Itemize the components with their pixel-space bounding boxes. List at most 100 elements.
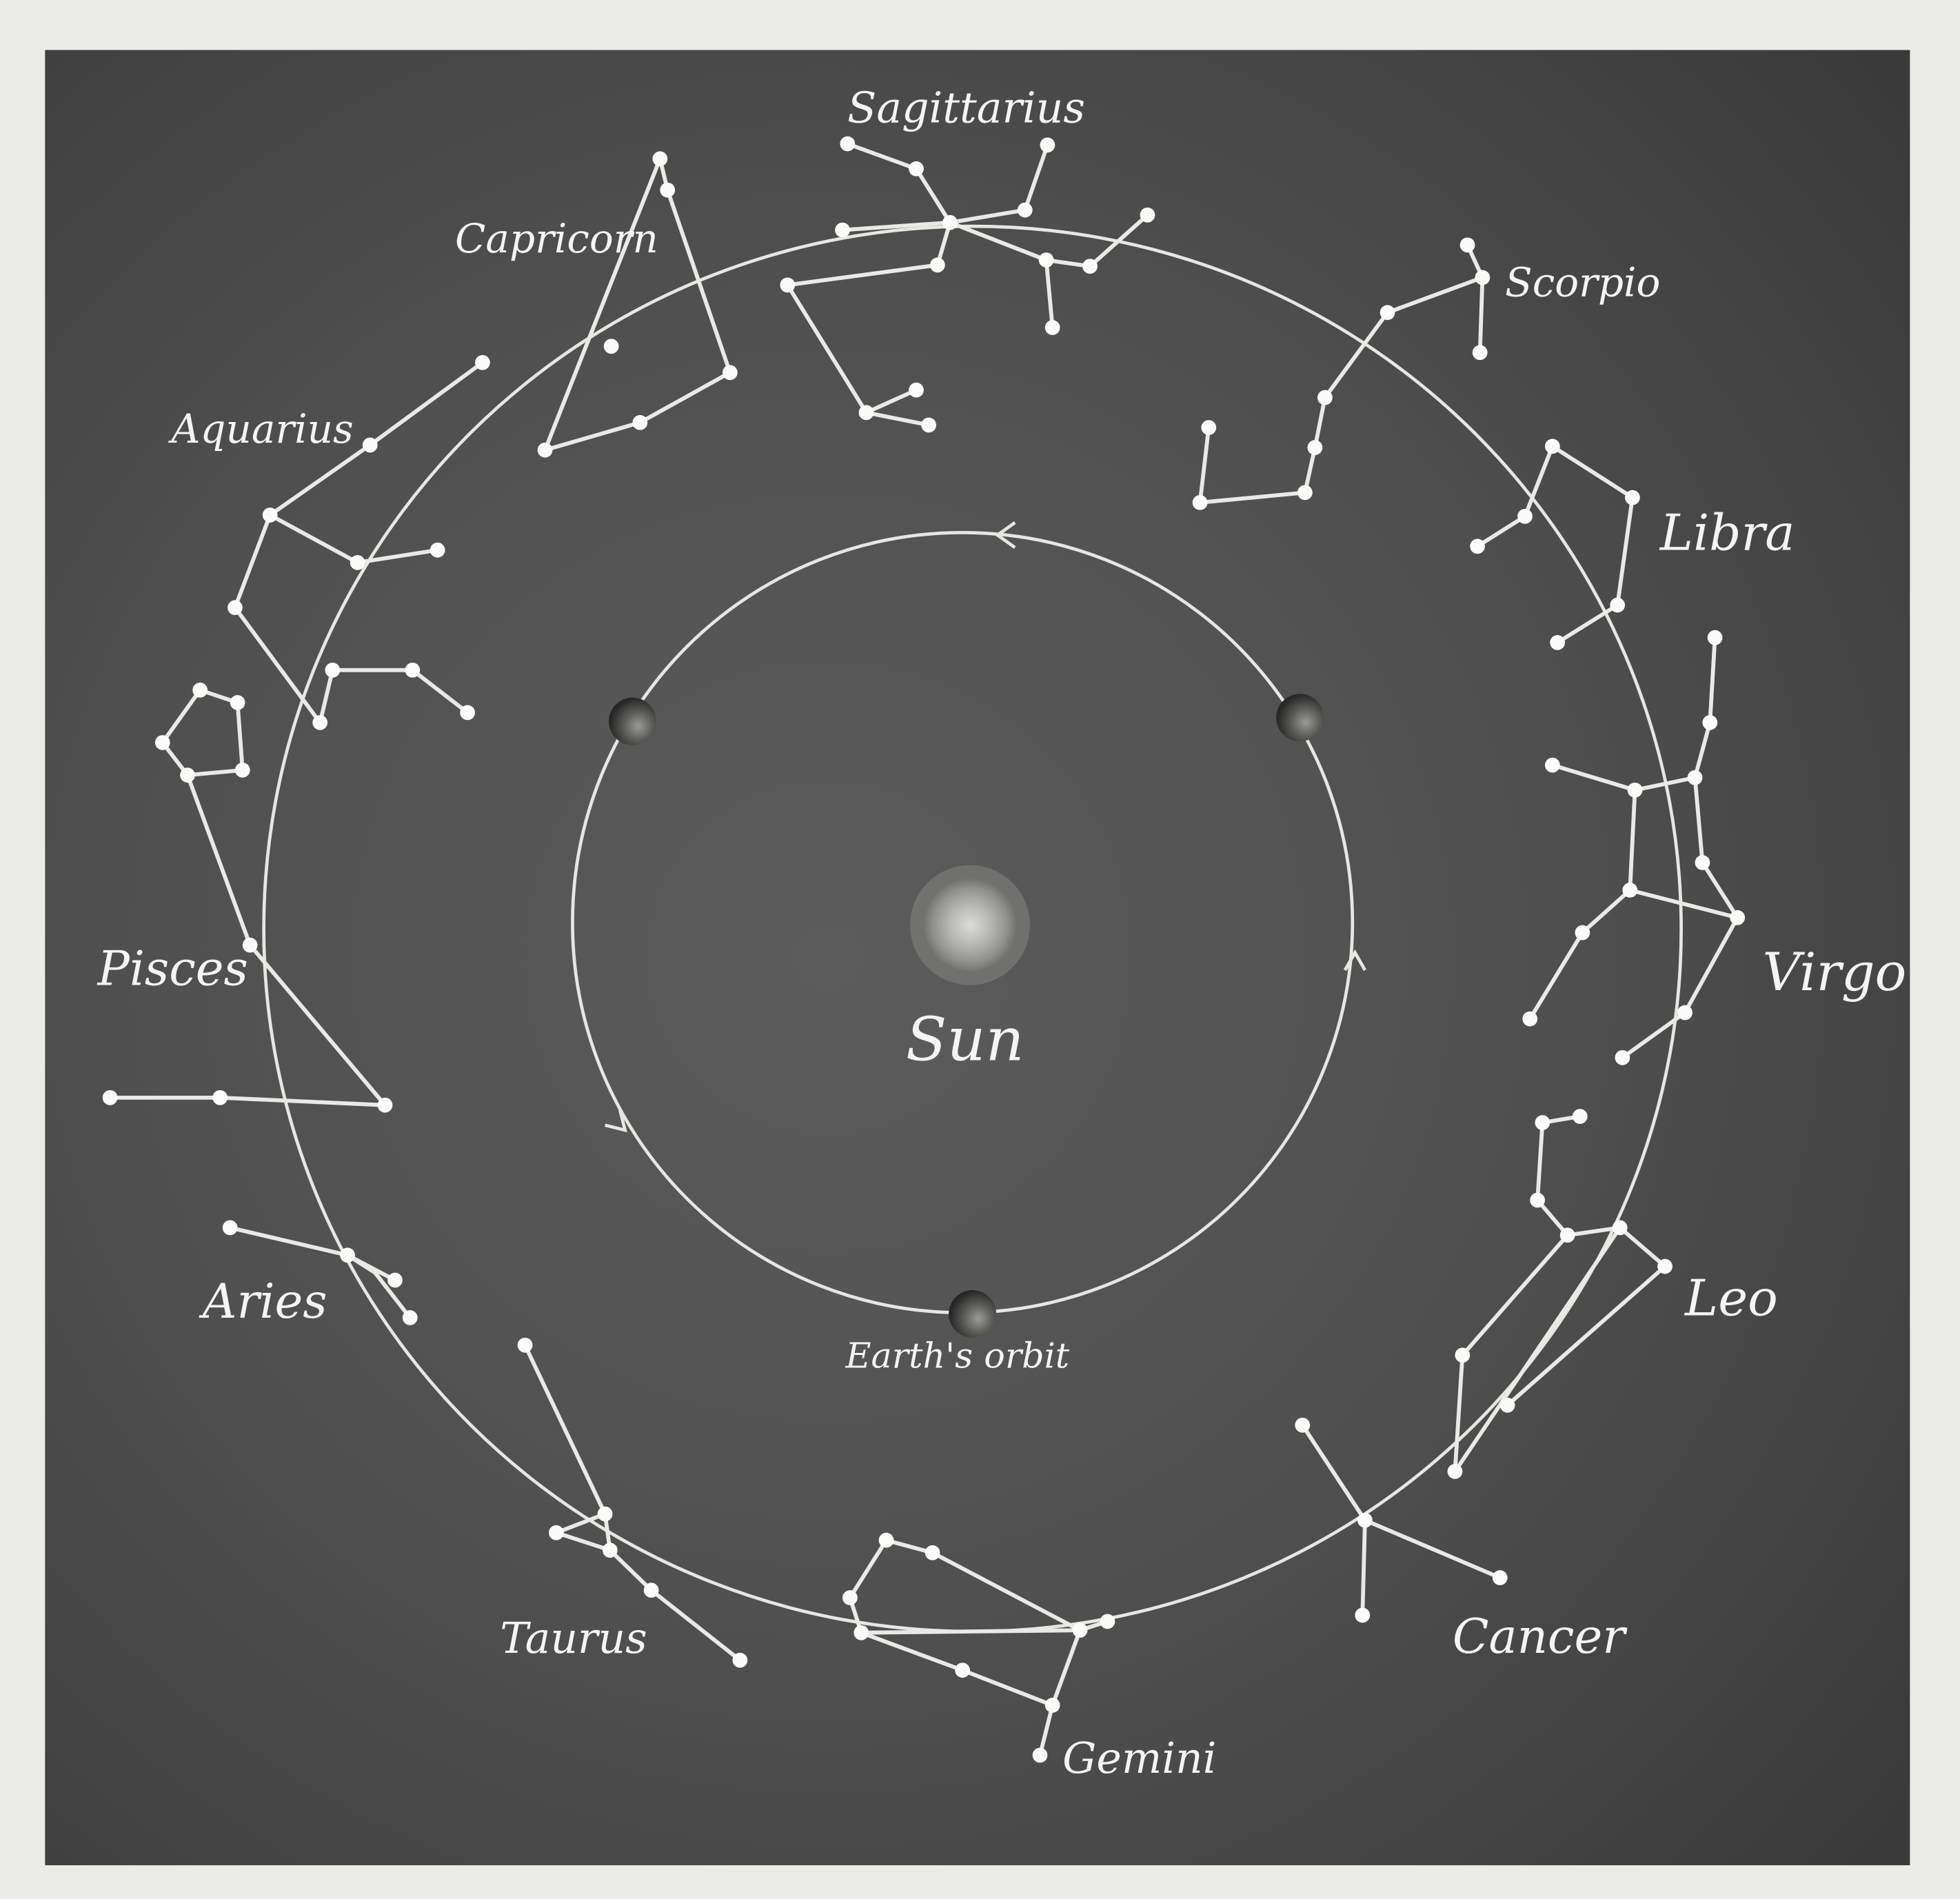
star xyxy=(1559,1227,1575,1243)
star xyxy=(1307,440,1323,455)
star xyxy=(230,695,245,710)
star xyxy=(1072,1622,1088,1638)
star xyxy=(1730,910,1746,925)
orbit-arrow-icon xyxy=(605,1109,627,1133)
star xyxy=(840,136,856,152)
star xyxy=(858,405,874,421)
orbit-arrow-icon xyxy=(1343,949,1366,972)
star xyxy=(1522,1011,1538,1027)
star xyxy=(1677,1005,1693,1021)
star xyxy=(405,662,421,678)
star xyxy=(723,365,738,381)
star xyxy=(660,182,676,198)
star xyxy=(632,414,648,430)
star xyxy=(1317,390,1333,405)
star xyxy=(1544,757,1560,773)
star xyxy=(537,442,553,458)
star xyxy=(154,735,170,750)
star xyxy=(1572,1109,1588,1124)
constellation-stars xyxy=(102,136,1746,1763)
sun-label: Sun xyxy=(906,1004,1024,1074)
star xyxy=(1380,305,1395,321)
star xyxy=(350,554,365,570)
star xyxy=(1295,1417,1311,1433)
star xyxy=(1357,1512,1373,1528)
star xyxy=(549,1525,564,1540)
star xyxy=(1575,925,1590,941)
star xyxy=(1622,883,1638,898)
star xyxy=(1032,1747,1048,1763)
star xyxy=(377,1097,393,1113)
star xyxy=(1687,770,1703,785)
star xyxy=(475,354,490,370)
label-gemini: Gemini xyxy=(1062,1734,1216,1783)
star xyxy=(1038,252,1054,268)
earth-icon xyxy=(949,1290,997,1338)
star xyxy=(242,937,258,953)
star xyxy=(652,151,668,167)
star xyxy=(1044,320,1060,335)
star xyxy=(1297,485,1313,501)
star xyxy=(942,214,958,230)
label-aries: Aries xyxy=(199,1274,327,1329)
star xyxy=(1517,508,1533,524)
star xyxy=(387,1272,403,1288)
star xyxy=(212,1089,228,1105)
star xyxy=(1615,1049,1630,1065)
label-cancer: Cancer xyxy=(1453,1609,1628,1665)
star xyxy=(1100,1614,1115,1629)
label-sagittarius: Sagittarius xyxy=(847,83,1085,133)
star xyxy=(460,705,476,721)
star xyxy=(955,1662,970,1678)
label-scorpio: Scorpio xyxy=(1505,259,1660,306)
star xyxy=(1475,270,1491,285)
star xyxy=(1535,1115,1550,1130)
star xyxy=(835,222,850,238)
star xyxy=(732,1652,748,1668)
star xyxy=(1695,855,1710,870)
star xyxy=(234,762,250,778)
star xyxy=(340,1247,355,1263)
star xyxy=(1550,635,1566,650)
star xyxy=(430,542,445,558)
orbit-arrow-icon xyxy=(994,521,1016,550)
star xyxy=(925,1545,940,1560)
star xyxy=(1459,237,1475,253)
star xyxy=(1470,539,1485,554)
star xyxy=(1044,1698,1060,1713)
star xyxy=(1017,202,1033,218)
star xyxy=(921,417,937,433)
star xyxy=(780,277,796,293)
label-taurus: Taurus xyxy=(500,1614,647,1663)
star xyxy=(517,1337,533,1353)
label-virgo: Virgo xyxy=(1762,941,1906,1003)
star xyxy=(102,1089,118,1105)
star xyxy=(1082,259,1098,274)
star xyxy=(1492,1570,1508,1585)
star xyxy=(929,257,945,273)
star xyxy=(1201,420,1217,435)
star xyxy=(1627,782,1643,798)
star xyxy=(1472,345,1488,361)
star xyxy=(597,1506,613,1522)
star xyxy=(1455,1347,1471,1363)
star xyxy=(1355,1607,1371,1623)
label-leo: Leo xyxy=(1684,1269,1778,1327)
star xyxy=(842,1590,858,1605)
star xyxy=(909,161,924,177)
star xyxy=(1499,1397,1515,1413)
label-capricorn: Capricorn xyxy=(455,215,658,262)
star xyxy=(1612,1220,1628,1236)
constellation-labels: Sagittarius Scorpio Libra Virgo Leo Canc… xyxy=(96,83,1906,1783)
star xyxy=(222,1220,238,1236)
star xyxy=(1140,207,1155,223)
star xyxy=(262,508,278,523)
star xyxy=(1707,630,1723,645)
star xyxy=(1530,1192,1545,1208)
star xyxy=(1610,597,1626,613)
star xyxy=(603,339,619,354)
star xyxy=(402,1310,418,1325)
star xyxy=(1447,1464,1463,1479)
